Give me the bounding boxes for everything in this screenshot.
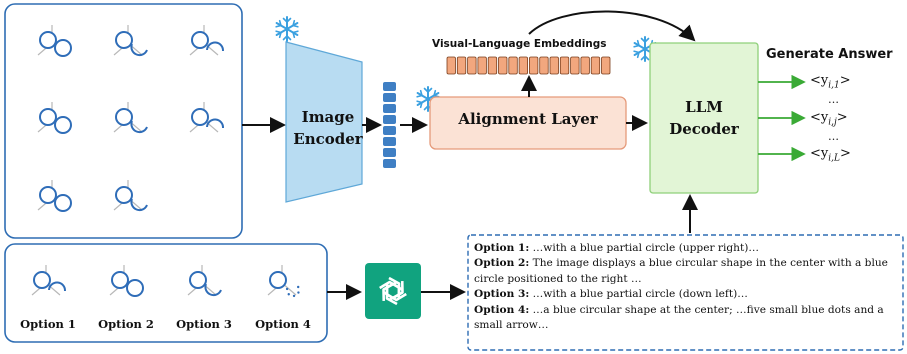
chatgpt-icon [365, 263, 421, 319]
llm-decoder-label: LLM Decoder [669, 98, 739, 138]
grid-figure-r3-c2 [113, 180, 148, 212]
grid-figure-r2-c2 [113, 102, 148, 134]
puzzle-grid-cells [37, 25, 224, 212]
option-2-label: Option 2 [98, 317, 154, 331]
description-option-3: Option 3: …with a blue partial circle (d… [474, 288, 748, 301]
grid-figure-r1-c1 [37, 25, 72, 57]
image-token [383, 137, 396, 146]
image-token [383, 82, 396, 91]
embedding-token [529, 56, 539, 75]
embedding-token [590, 56, 601, 75]
alignment-layer-label: Alignment Layer [458, 110, 598, 128]
description-option-1: Option 1: …with a blue partial circle (u… [474, 242, 759, 254]
output-ellipsis-2: … [828, 130, 839, 143]
option-figure-3 [187, 265, 222, 297]
option-3-label: Option 3 [176, 317, 232, 331]
option-figure-1 [31, 265, 66, 296]
embedding-token [477, 56, 487, 75]
image-token-column [383, 82, 396, 168]
embedding-token [580, 56, 590, 75]
grid-figure-r1-c2 [113, 25, 148, 57]
image-token [383, 159, 396, 168]
embedding-token [467, 56, 477, 75]
grid-figure-r2-c3 [189, 102, 224, 133]
arrow-embeddings-to-llm [528, 10, 696, 42]
grid-figure-r1-c3 [189, 25, 224, 56]
output-token-1: <yi,1> [810, 73, 851, 91]
output-token-2: <yi,j> [810, 110, 848, 128]
embedding-token [549, 56, 559, 75]
embedding-token-row [446, 56, 611, 75]
image-token [383, 93, 396, 102]
image-token [383, 115, 396, 124]
grid-figure-r2-c1 [37, 102, 72, 134]
embedding-token [518, 56, 528, 75]
image-token [383, 148, 396, 157]
embedding-token [559, 56, 570, 75]
option-figure-4 [267, 265, 300, 298]
option-4-label: Option 4 [255, 317, 311, 331]
image-encoder-label: Image Encoder [293, 108, 363, 148]
embedding-token [487, 56, 498, 75]
embedding-token [498, 56, 508, 75]
image-encoder-block [285, 41, 363, 203]
embedding-token [601, 56, 611, 75]
grid-figure-r3-c1 [37, 180, 72, 212]
image-token [383, 104, 396, 113]
option-figure-2 [109, 265, 144, 297]
embedding-token [446, 56, 456, 75]
visual-language-embeddings-label: Visual-Language Embeddings [432, 38, 607, 50]
embedding-token [508, 56, 518, 75]
embedding-token [539, 56, 549, 75]
embedding-token [570, 56, 580, 75]
descriptions-box [467, 234, 904, 351]
option-1-label: Option 1 [20, 317, 76, 331]
snowflake-icon [275, 16, 299, 42]
output-token-3: <yi,L> [810, 146, 851, 164]
generate-answer-label: Generate Answer [766, 47, 893, 62]
option-descriptions: Option 1: …with a blue partial circle (u… [474, 241, 904, 333]
description-option-2: Option 2: The image displays a blue circ… [474, 257, 888, 285]
option-figures [31, 265, 300, 298]
image-token [383, 126, 396, 135]
embedding-token [456, 56, 467, 75]
output-ellipsis-1: … [828, 93, 839, 106]
description-option-4: Option 4: …a blue circular shape at the … [474, 303, 884, 332]
